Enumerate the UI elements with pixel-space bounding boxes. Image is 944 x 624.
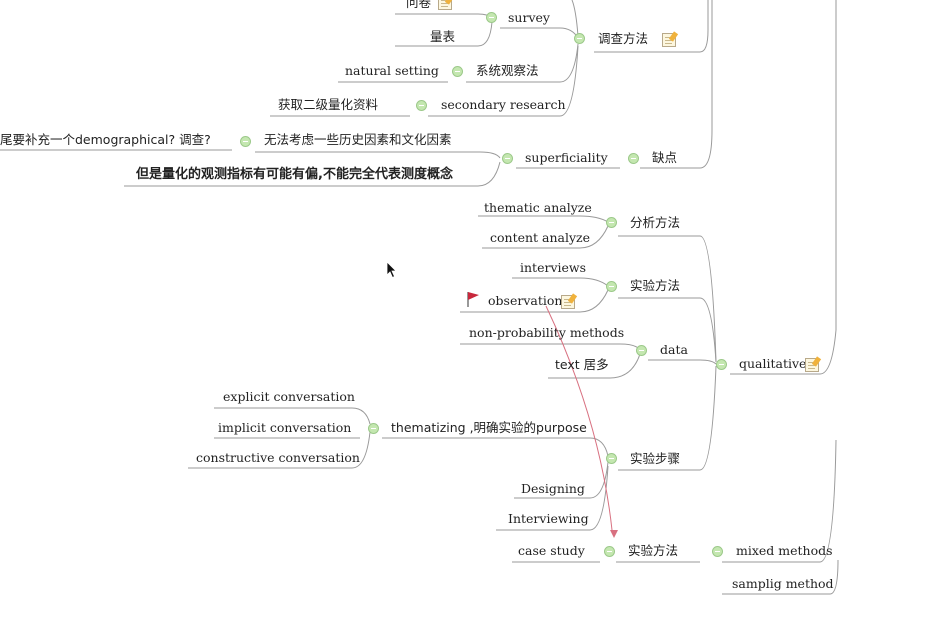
- minus-circle-icon[interactable]: [574, 33, 585, 44]
- note-icon[interactable]: [805, 358, 819, 372]
- minus-circle-icon[interactable]: [712, 546, 723, 557]
- node-explicit[interactable]: explicit conversation: [223, 389, 355, 404]
- node-danshi[interactable]: 但是量化的观测指标有可能有偏,不能完全代表测度概念: [136, 167, 453, 182]
- node-qualitative[interactable]: qualitative: [739, 356, 807, 371]
- node-observation[interactable]: observation: [488, 293, 563, 308]
- minus-circle-icon[interactable]: [606, 281, 617, 292]
- node-text-juduo[interactable]: text 居多: [555, 357, 609, 372]
- node-quedian[interactable]: 缺点: [652, 150, 678, 165]
- minus-circle-icon[interactable]: [606, 453, 617, 464]
- node-survey[interactable]: survey: [508, 10, 550, 25]
- minus-circle-icon[interactable]: [486, 12, 497, 23]
- minus-circle-icon[interactable]: [368, 423, 379, 434]
- node-non-probability[interactable]: non-probability methods: [469, 325, 625, 340]
- node-interviews[interactable]: interviews: [520, 260, 587, 275]
- minus-circle-icon[interactable]: [502, 153, 513, 164]
- node-implicit[interactable]: implicit conversation: [218, 420, 352, 435]
- minus-circle-icon[interactable]: [416, 100, 427, 111]
- node-wenjuan[interactable]: 问卷: [406, 0, 432, 10]
- node-thematizing[interactable]: thematizing ,明确实验的purpose: [391, 420, 587, 435]
- node-shiyan-fangfa-2[interactable]: 实验方法: [628, 543, 679, 558]
- node-content-analyze[interactable]: content analyze: [490, 230, 591, 245]
- note-icon[interactable]: [438, 0, 452, 10]
- minus-circle-icon[interactable]: [636, 345, 647, 356]
- note-icon[interactable]: [561, 295, 575, 309]
- node-mixed-methods[interactable]: mixed methods: [736, 543, 833, 558]
- node-demographical[interactable]: 尾要补充一个demographical? 调查?: [0, 132, 211, 147]
- node-xitong-guancha[interactable]: 系统观察法: [476, 63, 539, 78]
- minus-circle-icon[interactable]: [716, 359, 727, 370]
- node-superficiality[interactable]: superficiality: [525, 150, 608, 165]
- note-icon[interactable]: [662, 33, 676, 47]
- node-natural-setting[interactable]: natural setting: [345, 63, 439, 78]
- node-fenxi-fangfa[interactable]: 分析方法: [630, 215, 681, 230]
- mouse-cursor-icon: [386, 261, 397, 279]
- node-shiyan-buzhou[interactable]: 实验步骤: [630, 451, 681, 466]
- node-interviewing[interactable]: Interviewing: [508, 511, 589, 526]
- node-designing[interactable]: Designing: [521, 481, 585, 496]
- node-wufa-kaolv[interactable]: 无法考虑一些历史因素和文化因素: [264, 132, 452, 147]
- minus-circle-icon[interactable]: [604, 546, 615, 557]
- node-samplig-method[interactable]: samplig method: [732, 576, 834, 591]
- node-diaocha-fangfa[interactable]: 调查方法: [598, 31, 649, 46]
- node-case-study[interactable]: case study: [518, 543, 585, 558]
- node-shiyan-fangfa-1[interactable]: 实验方法: [630, 278, 681, 293]
- minus-circle-icon[interactable]: [606, 217, 617, 228]
- minus-circle-icon[interactable]: [452, 66, 463, 77]
- minus-circle-icon[interactable]: [240, 136, 251, 147]
- node-constructive[interactable]: constructive conversation: [196, 450, 360, 465]
- node-liangbiao[interactable]: 量表: [430, 29, 456, 44]
- node-thematic-analyze[interactable]: thematic analyze: [484, 200, 592, 215]
- node-secondary-research[interactable]: secondary research: [441, 97, 566, 112]
- node-huoqu[interactable]: 获取二级量化资料: [278, 97, 379, 112]
- node-data[interactable]: data: [660, 342, 688, 357]
- flag-icon: [467, 292, 479, 307]
- minus-circle-icon[interactable]: [628, 153, 639, 164]
